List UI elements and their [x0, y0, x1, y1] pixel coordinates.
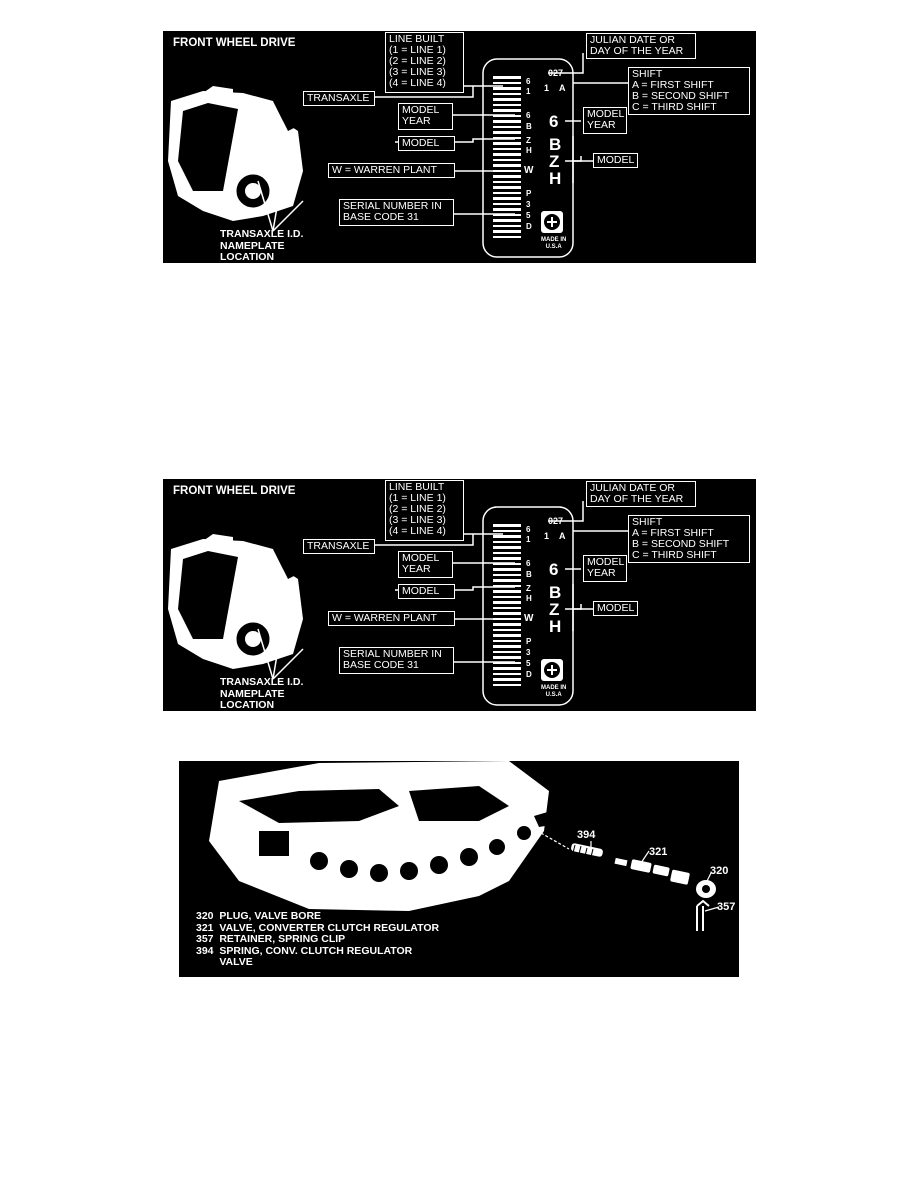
panel-2-artwork	[168, 501, 628, 706]
model-label-right: MODEL	[593, 601, 638, 616]
code-1: 1	[544, 531, 550, 541]
callout-320: 320	[710, 865, 729, 877]
parts-legend: 320 PLUG, VALVE BORE 321 VALVE, CONVERTE…	[196, 910, 440, 968]
spring-394	[571, 843, 603, 858]
big-code-z: Z	[549, 600, 560, 619]
serial-number-label: SERIAL NUMBER IN BASE CODE 31	[339, 647, 454, 674]
strip-code-1: 1	[526, 535, 531, 544]
julian-date-label: JULIAN DATE OR DAY OF THE YEAR	[586, 33, 696, 59]
model-year-label-left: MODEL YEAR	[398, 103, 453, 130]
strip-code-5: H	[526, 594, 532, 603]
code-1: 1	[544, 83, 550, 93]
strip-code-10: D	[526, 670, 532, 679]
line-built-label: LINE BUILT (1 = LINE 1) (2 = LINE 2) (3 …	[385, 32, 464, 93]
model-label-left: MODEL	[398, 584, 455, 599]
strip-code-8: 3	[526, 648, 531, 657]
strip-code-2: 6	[526, 559, 531, 568]
panel-2-heading: FRONT WHEEL DRIVE	[173, 485, 296, 497]
retainer-357	[696, 899, 710, 931]
panel-1-artwork	[168, 53, 628, 258]
strip-code-3: B	[526, 122, 532, 131]
barcode-strip	[493, 76, 521, 238]
julian-date-label: JULIAN DATE OR DAY OF THE YEAR	[586, 481, 696, 507]
line-built-label: LINE BUILT (1 = LINE 1) (2 = LINE 2) (3 …	[385, 480, 464, 541]
strip-code-3: B	[526, 570, 532, 579]
big-code-b: B	[549, 583, 562, 602]
transaxle-label: TRANSAXLE	[303, 539, 375, 554]
strip-code-0: 6	[526, 525, 531, 534]
transaxle-illustration	[168, 86, 304, 232]
logo-icon	[541, 211, 563, 233]
transaxle-label: TRANSAXLE	[303, 91, 375, 106]
strip-code-6: W	[524, 165, 534, 176]
serial-number-label: SERIAL NUMBER IN BASE CODE 31	[339, 199, 454, 226]
strip-code-8: 3	[526, 200, 531, 209]
strip-code-7: P	[526, 637, 532, 646]
big-code-6: 6	[549, 560, 559, 579]
callout-leaders	[540, 832, 720, 912]
valve-body-artwork	[209, 761, 720, 931]
model-label-right: MODEL	[593, 153, 638, 168]
strip-code-9: 5	[526, 659, 531, 668]
callout-357: 357	[717, 901, 736, 913]
code-a: A	[559, 83, 566, 93]
code-027: 027	[548, 68, 564, 78]
model-label-left: MODEL	[398, 136, 455, 151]
id-diagram-panel-2: FRONT WHEEL DRIVE LINE BUILT (1 = LINE 1…	[163, 479, 756, 711]
warren-plant-label: W = WARREN PLANT	[328, 611, 455, 626]
strip-code-6: W	[524, 613, 534, 624]
strip-code-5: H	[526, 146, 532, 155]
transaxle-illustration	[168, 534, 304, 680]
made-in-usa: MADE IN U.S.A	[541, 685, 567, 698]
callout-394: 394	[577, 829, 596, 841]
strip-code-9: 5	[526, 211, 531, 220]
big-code-h: H	[549, 169, 562, 188]
valve-body-panel: 394 321 320 357 320 PLUG, VALVE BORE 321…	[179, 761, 739, 977]
strip-code-2: 6	[526, 111, 531, 120]
nameplate-location-label: TRANSAXLE I.D. NAMEPLATE LOCATION	[220, 676, 304, 711]
strip-code-4: Z	[526, 584, 531, 593]
code-027: 027	[548, 516, 564, 526]
valve-321	[614, 857, 690, 885]
shift-label: SHIFT A = FIRST SHIFT B = SECOND SHIFT C…	[628, 67, 750, 115]
code-a: A	[559, 531, 566, 541]
barcode-strip	[493, 524, 521, 686]
strip-code-7: P	[526, 189, 532, 198]
warren-plant-label: W = WARREN PLANT	[328, 163, 455, 178]
made-in-usa: MADE IN U.S.A	[541, 237, 567, 250]
panel-1-heading: FRONT WHEEL DRIVE	[173, 37, 296, 49]
big-code-h: H	[549, 617, 562, 636]
big-code-6: 6	[549, 112, 559, 131]
model-year-label-right: MODEL YEAR	[583, 555, 627, 582]
big-code-b: B	[549, 135, 562, 154]
shift-label: SHIFT A = FIRST SHIFT B = SECOND SHIFT C…	[628, 515, 750, 563]
strip-code-0: 6	[526, 77, 531, 86]
valve-body-illustration	[209, 761, 551, 911]
plug-320	[696, 880, 716, 898]
model-year-label-left: MODEL YEAR	[398, 551, 453, 578]
callout-321: 321	[649, 846, 668, 858]
strip-code-4: Z	[526, 136, 531, 145]
logo-icon	[541, 659, 563, 681]
id-diagram-panel-1: FRONT WHEEL DRIVE LINE BUILT (1 = LINE 1…	[163, 31, 756, 263]
nameplate-location-label: TRANSAXLE I.D. NAMEPLATE LOCATION	[220, 228, 304, 263]
strip-code-1: 1	[526, 87, 531, 96]
model-year-label-right: MODEL YEAR	[583, 107, 627, 134]
big-code-z: Z	[549, 152, 560, 171]
strip-code-10: D	[526, 222, 532, 231]
